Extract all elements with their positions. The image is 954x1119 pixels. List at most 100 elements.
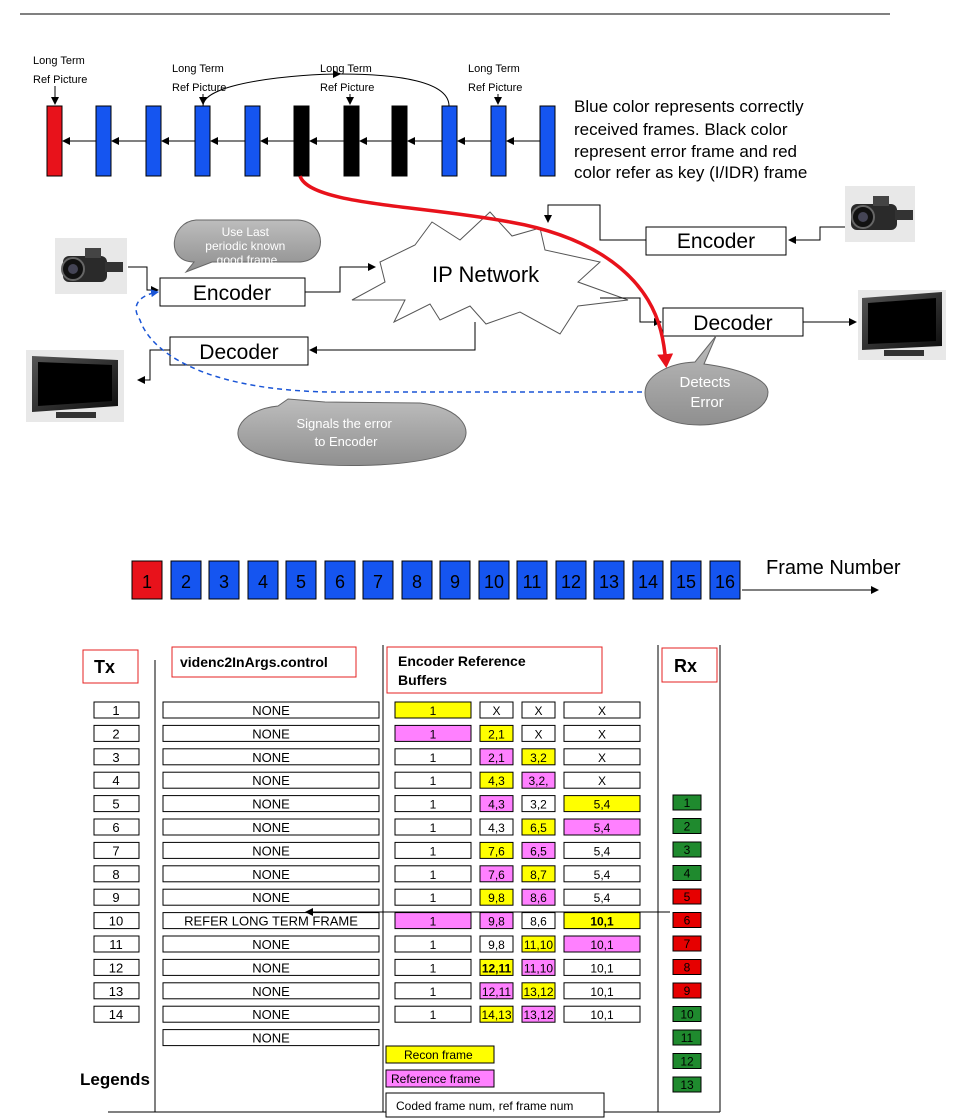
buffer-cell-value: 5,4	[594, 844, 611, 858]
tv-icon	[858, 290, 946, 360]
buffer-cell	[563, 888, 641, 906]
rx-cell-value: 13	[680, 1078, 694, 1092]
buffer-cell	[563, 841, 641, 859]
control-cell-value: NONE	[252, 890, 290, 905]
camera-icon	[55, 238, 127, 294]
rx-cell	[672, 1006, 702, 1022]
buffer-cell	[521, 958, 556, 976]
legend-reference-label: Reference frame	[391, 1072, 481, 1086]
control-cell-value: NONE	[252, 1031, 290, 1046]
buffer-cell	[563, 935, 641, 953]
buffer-cell-value: 9,8	[488, 891, 505, 905]
strip-frame-number: 2	[181, 572, 191, 592]
buffer-cell-value: 1	[430, 821, 437, 835]
buffer-cell	[563, 1005, 641, 1023]
camera-icon	[845, 186, 915, 242]
strip-frame-number: 4	[258, 572, 268, 592]
buffer-cell	[521, 912, 556, 930]
buffer-cell	[521, 982, 556, 1000]
buffer-cell	[563, 958, 641, 976]
control-cell-value: NONE	[252, 843, 290, 858]
rx-cell-value: 2	[684, 820, 691, 834]
strip-frame	[593, 560, 625, 600]
strip-frame	[670, 560, 702, 600]
local-encoder-label: Encoder	[193, 282, 271, 305]
rx-cell-value: 12	[680, 1055, 694, 1069]
tx-cell	[93, 748, 140, 766]
buffer-cell	[521, 841, 556, 859]
buffer-cell-value: 5,4	[594, 891, 611, 905]
buffer-cell-value: 13,12	[523, 985, 553, 999]
error-frame-arrow	[298, 175, 674, 368]
buffer-cell-value: 2,1	[488, 727, 505, 741]
rx-cell	[672, 1076, 702, 1093]
rx-cell	[672, 818, 702, 834]
color-description: Blue color represents correctly received…	[574, 97, 808, 182]
rx-cell	[672, 1053, 702, 1069]
control-cell	[162, 1005, 380, 1023]
buffer-cell-value: X	[534, 704, 542, 718]
buffer-cell	[521, 818, 556, 836]
buffer-cell-value: 7,6	[488, 844, 505, 858]
tx-cell	[93, 724, 140, 742]
tx-cell	[93, 888, 140, 906]
buffer-cell-value: 7,6	[488, 868, 505, 882]
tx-cell-value: 2	[112, 726, 119, 741]
buffer-cell	[479, 841, 514, 859]
rx-cell	[672, 959, 702, 975]
tx-cell	[93, 865, 140, 883]
buffer-cell	[394, 701, 472, 719]
tx-cell-value: 1	[112, 703, 119, 718]
buffer-cell-value: 10,1	[590, 961, 614, 975]
buffer-cell	[479, 982, 514, 1000]
buffer-cell-value: 5,4	[594, 821, 611, 835]
strip-frame-number: 3	[219, 572, 229, 592]
tx-cell	[93, 935, 140, 953]
tx-cell-value: 3	[112, 750, 119, 765]
strip-frame	[709, 560, 741, 600]
strip-frame	[170, 560, 202, 600]
strip-frame	[362, 560, 394, 600]
remote-encoder-label: Encoder	[677, 230, 755, 253]
buffer-cell	[394, 982, 472, 1000]
tx-cell	[93, 841, 140, 859]
strip-frame	[439, 560, 471, 600]
buffer-cell	[563, 701, 641, 719]
strip-frame	[555, 560, 587, 600]
buffers-header: Encoder Reference Buffers	[398, 653, 530, 688]
tx-cell-value: 5	[112, 797, 119, 812]
buffer-cell	[394, 888, 472, 906]
svg-text:Signals the error to Enc: Signals the error to Encoder	[296, 416, 395, 449]
tx-cell-value: 12	[109, 960, 123, 975]
buffer-cell-value: 6,5	[530, 844, 547, 858]
buffer-cell-value: 9,8	[488, 938, 505, 952]
tx-header: Tx	[94, 657, 115, 677]
legend-coded-label: Coded frame num, ref frame num	[396, 1099, 573, 1113]
buffer-cell	[563, 795, 641, 813]
control-cell	[162, 701, 380, 719]
rx-cell-value: 4	[684, 867, 691, 881]
buffer-cell-value: 2,1	[488, 751, 505, 765]
strip-frame	[247, 560, 279, 600]
sequence-frame	[539, 105, 556, 177]
buffer-cell	[394, 818, 472, 836]
sequence-frame	[95, 105, 112, 177]
tx-cell-value: 11	[109, 937, 123, 952]
buffer-cell	[563, 912, 641, 930]
control-cell	[162, 724, 380, 742]
buffer-cell-value: 1	[430, 727, 437, 741]
bubble-last-good-frame: Use Last periodic known good frame	[173, 219, 321, 274]
tx-cell-value: 13	[109, 984, 123, 999]
buffer-cell	[479, 724, 514, 742]
strip-frame-number: 15	[676, 572, 696, 592]
rx-cell	[672, 841, 702, 858]
buffer-cell-value: 4,3	[488, 774, 505, 788]
strip-frame-number: 11	[523, 572, 542, 592]
buffer-cell	[479, 701, 514, 719]
sequence-frame	[293, 105, 310, 177]
strip-frame-number: 1	[142, 572, 152, 592]
